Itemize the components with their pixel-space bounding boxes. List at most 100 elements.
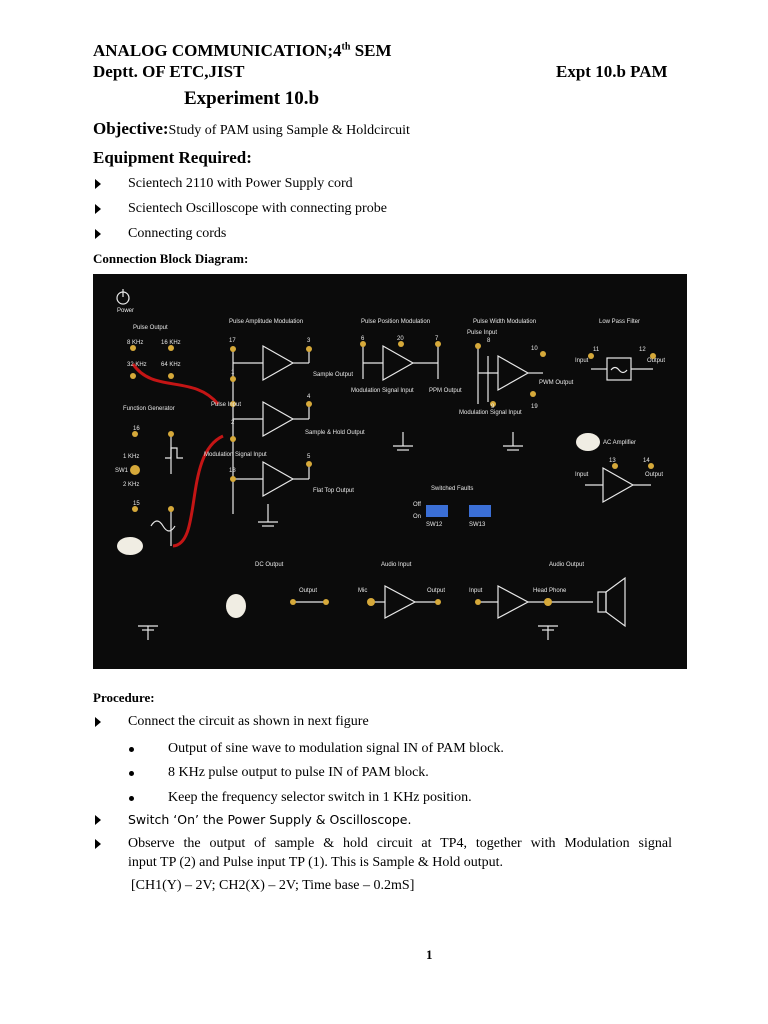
patch-cord-pulse bbox=[131, 363, 220, 405]
department: Deptt. OF ETC,JIST bbox=[93, 62, 245, 81]
freq-16khz: 16 KHz bbox=[161, 340, 181, 346]
bullet-dot-icon bbox=[129, 771, 134, 776]
tp1-label: 1 bbox=[231, 370, 235, 376]
tp6-label: 6 bbox=[361, 336, 365, 342]
bullet-dot-icon bbox=[129, 747, 134, 752]
tp2-label: 2 bbox=[231, 420, 235, 426]
pwm-amp bbox=[497, 354, 530, 392]
tp4-label: 4 bbox=[307, 394, 311, 400]
course-title: ANALOG COMMUNICATION;4 bbox=[93, 41, 342, 60]
freq-8khz: 8 KHz bbox=[127, 340, 143, 346]
audio-input-amp bbox=[384, 585, 417, 619]
mod-signal-input-label: Modulation Signal Input bbox=[204, 452, 267, 458]
ac-amplifier-knob bbox=[576, 433, 600, 451]
ppm-output-label: PPM Output bbox=[429, 388, 462, 394]
lpf-label: Low Pass Filter bbox=[599, 319, 640, 325]
pam-flattop-amp bbox=[262, 460, 295, 498]
tp19-label: 19 bbox=[531, 404, 538, 410]
procedure-subitem: Keep the frequency selector switch in 1 … bbox=[168, 790, 472, 805]
ac-output-label: Output bbox=[645, 472, 663, 478]
procedure-step: Connect the circuit as shown in next fig… bbox=[128, 714, 369, 729]
procedure-subitem: Output of sine wave to modulation signal… bbox=[168, 741, 504, 756]
pulse-input-label: Pulse Input bbox=[211, 402, 241, 408]
lpf-output-label: Output bbox=[647, 358, 665, 364]
bullet-arrow-icon bbox=[95, 717, 101, 727]
pwm-label: Pulse Width Modulation bbox=[473, 319, 536, 325]
dc-output-knob bbox=[226, 594, 246, 618]
bullet-arrow-icon bbox=[95, 815, 101, 825]
board-svg: Power Pulse Output 8 KHz 16 KHz 32 KHz 6… bbox=[115, 289, 665, 640]
tp18-label: 18 bbox=[229, 468, 236, 474]
oscilloscope-settings: [CH1(Y) – 2V; CH2(X) – 2V; Time base – 0… bbox=[131, 878, 415, 893]
pwm-mod-input-label: Modulation Signal Input bbox=[459, 410, 522, 416]
bullet-arrow-icon bbox=[95, 229, 101, 239]
procedure-subitem: 8 KHz pulse output to pulse IN of PAM bl… bbox=[168, 765, 429, 780]
pwm-output-label: PWM Output bbox=[539, 380, 574, 386]
course-superscript: th bbox=[341, 41, 351, 53]
power-label: Power bbox=[117, 308, 134, 314]
tp7-label: 7 bbox=[435, 336, 439, 342]
procedure-step-line: input TP (2) and Pulse input TP (1). Thi… bbox=[128, 855, 504, 870]
board-labels: Power Pulse Output 8 KHz 16 KHz 32 KHz 6… bbox=[115, 308, 665, 594]
freq-64khz: 64 KHz bbox=[161, 362, 181, 368]
objective: Objective:Study of PAM using Sample & Ho… bbox=[93, 119, 410, 139]
audio-input-label: Audio Input bbox=[381, 562, 412, 568]
sw1-label: SW1 bbox=[115, 468, 129, 474]
freq-2khz: 2 KHz bbox=[123, 482, 139, 488]
bullet-arrow-icon bbox=[95, 839, 101, 849]
tp16-label: 16 bbox=[133, 426, 140, 432]
tp17-label: 17 bbox=[229, 338, 236, 344]
sample-output-label: Sample Output bbox=[313, 372, 353, 378]
tp12-label: 12 bbox=[639, 347, 646, 353]
sw12-dip-switch bbox=[426, 505, 448, 517]
tp3-label: 3 bbox=[307, 338, 311, 344]
lpf-input-label: Input bbox=[575, 358, 589, 364]
pulse-output-label: Pulse Output bbox=[133, 325, 168, 331]
audio-out-input-label: Input bbox=[469, 588, 483, 594]
sw13-dip-switch bbox=[469, 505, 491, 517]
ppm-label: Pulse Position Modulation bbox=[361, 319, 430, 325]
course-header: ANALOG COMMUNICATION;4th SEM bbox=[93, 41, 392, 61]
function-generator-knob bbox=[117, 537, 143, 555]
ac-input-label: Input bbox=[575, 472, 589, 478]
course-semester: SEM bbox=[350, 41, 392, 60]
pwm-pulse-input-label: Pulse Input bbox=[467, 330, 497, 336]
audio-output-label: Audio Output bbox=[549, 562, 584, 568]
freq-32khz: 32 KHz bbox=[127, 362, 147, 368]
equipment-item: Scientech Oscilloscope with connecting p… bbox=[128, 201, 387, 216]
tp11-label: 11 bbox=[593, 347, 600, 353]
sample-hold-output-label: Sample & Hold Output bbox=[305, 430, 365, 436]
tp13-label: 13 bbox=[609, 458, 616, 464]
page-number: 1 bbox=[426, 947, 433, 962]
experiment-tag: Expt 10.b PAM bbox=[556, 62, 668, 81]
flat-top-output-label: Flat Top Output bbox=[313, 488, 354, 494]
mic-label: Mic bbox=[358, 588, 367, 594]
dc-out-label: Output bbox=[299, 588, 317, 594]
tp8-label: 8 bbox=[487, 338, 491, 344]
procedure-step: Switch ‘On’ the Power Supply & Oscillosc… bbox=[128, 812, 412, 827]
procedure-step-line: Observe the output of sample & hold circ… bbox=[128, 836, 672, 851]
square-wave-icon bbox=[165, 447, 183, 459]
bullet-dot-icon bbox=[129, 796, 134, 801]
bullet-arrow-icon bbox=[95, 204, 101, 214]
ppm-mod-input-label: Modulation Signal Input bbox=[351, 388, 414, 394]
tp9-label: 9 bbox=[491, 404, 495, 410]
equipment-item: Scientech 2110 with Power Supply cord bbox=[128, 176, 353, 191]
page-title: Experiment 10.b bbox=[184, 88, 320, 109]
objective-label: Objective: bbox=[93, 119, 169, 138]
diagram-heading: Connection Block Diagram: bbox=[93, 251, 249, 266]
equipment-heading: Equipment Required: bbox=[93, 148, 252, 167]
equipment-item: Connecting cords bbox=[128, 226, 227, 241]
sw12-label: SW12 bbox=[426, 522, 443, 528]
freq-1khz: 1 KHz bbox=[123, 454, 139, 460]
dc-output-label: DC Output bbox=[255, 562, 284, 568]
switched-faults-label: Switched Faults bbox=[431, 486, 473, 492]
objective-text: Study of PAM using Sample & Holdcircuit bbox=[168, 123, 410, 138]
pam-label: Pulse Amplitude Modulation bbox=[229, 319, 303, 325]
bullet-arrow-icon bbox=[95, 179, 101, 189]
tp15-label: 15 bbox=[133, 501, 140, 507]
audio-output-amp bbox=[497, 585, 530, 619]
speaker-icon bbox=[597, 591, 607, 613]
function-generator-label: Function Generator bbox=[123, 406, 175, 412]
tp20-label: 20 bbox=[397, 336, 404, 342]
